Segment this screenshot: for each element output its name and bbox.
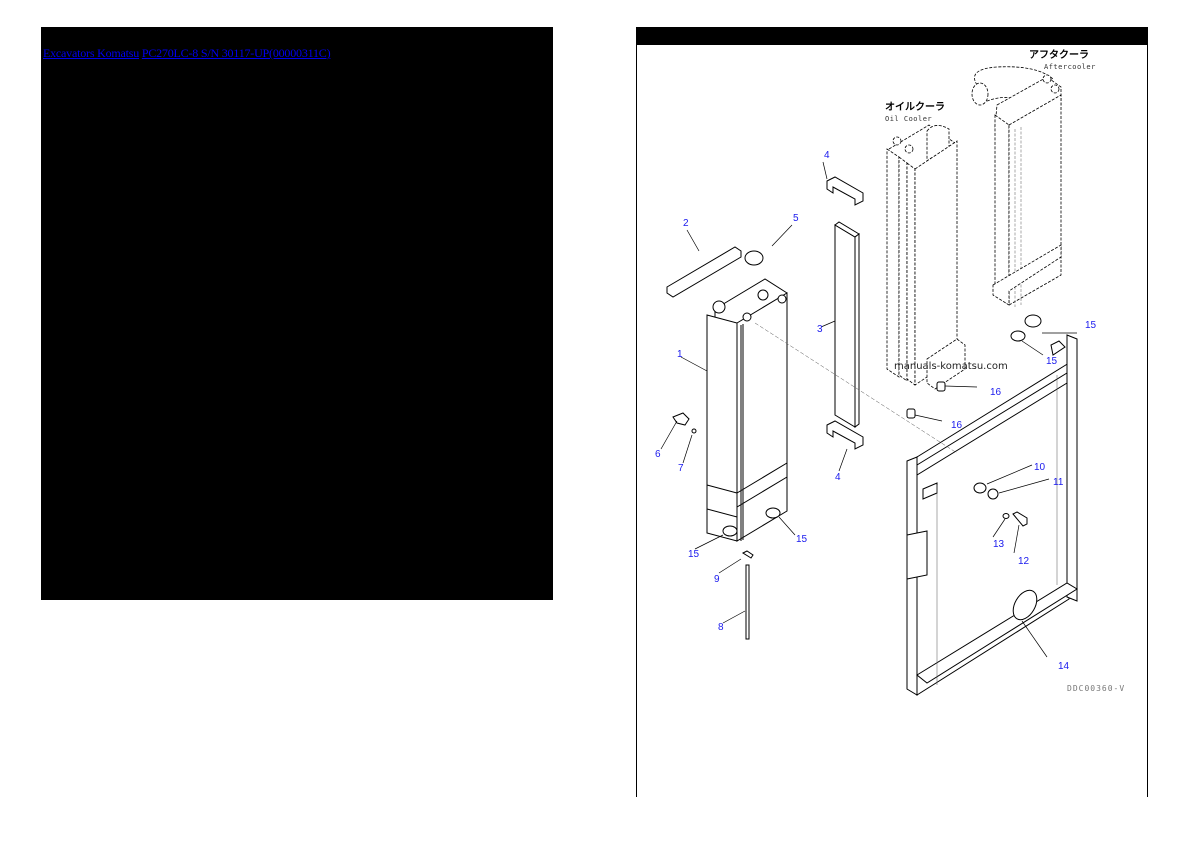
diagram-header-bar (637, 27, 1147, 45)
callout-15d[interactable]: 15 (796, 534, 808, 545)
rod-part-8 (745, 564, 750, 640)
spacer-part-11 (987, 488, 999, 500)
radiator-part-1 (706, 278, 788, 542)
bracket-part-4-top (826, 176, 864, 206)
clip-part-9 (741, 550, 754, 559)
seal-part-3 (834, 224, 856, 428)
callout-9[interactable]: 9 (714, 574, 720, 585)
parts-diagram-panel: アフタクーラ Aftercooler オイルクーラ Oil Cooler man… (636, 27, 1148, 797)
callout-15b[interactable]: 15 (1046, 356, 1058, 367)
aftercooler-label-en: Aftercooler (1044, 63, 1096, 71)
aftercooler-drawing (971, 66, 1062, 307)
cushion-part-15-a (722, 525, 738, 537)
watermark: manuals-komatsu.com (894, 361, 1008, 372)
o-ring-part-7 (691, 428, 697, 434)
callout-4b[interactable]: 4 (835, 472, 841, 483)
breadcrumb-link-model[interactable]: PC270LC-8 S/N 30117-UP(00000311C) (141, 46, 331, 60)
washer-part-13 (1002, 513, 1010, 519)
callout-8[interactable]: 8 (718, 622, 724, 633)
frame-part-14 (906, 334, 1078, 696)
callout-10[interactable]: 10 (1034, 462, 1046, 473)
cushion-part-15-b (765, 507, 781, 519)
cushion-part-15-d (1010, 330, 1026, 342)
callout-15c[interactable]: 15 (688, 549, 700, 560)
callout-13[interactable]: 13 (993, 539, 1005, 550)
callout-5[interactable]: 5 (793, 213, 799, 224)
collar-part-16-b (906, 408, 916, 419)
leader-lines (660, 161, 1077, 658)
exploded-parts-diagram: アフタクーラ Aftercooler オイルクーラ Oil Cooler man… (655, 49, 1125, 696)
callout-1[interactable]: 1 (677, 349, 683, 360)
bolt-part-12 (1012, 511, 1028, 527)
oil-cooler-label-jp: オイルクーラ (885, 101, 945, 113)
callout-6[interactable]: 6 (655, 449, 661, 460)
oil-cooler-label-en: Oil Cooler (885, 115, 932, 123)
figure-code: DDC00360-V (1067, 684, 1125, 693)
callout-16b[interactable]: 16 (951, 420, 963, 431)
seal-bar-part-2 (666, 246, 742, 298)
callout-11[interactable]: 11 (1053, 477, 1064, 488)
callout-14[interactable]: 14 (1058, 661, 1070, 672)
oil-cooler-drawing (886, 124, 966, 390)
callout-numbers: 1 2 3 4 4 5 6 7 8 9 10 11 12 13 14 15 15… (655, 150, 1097, 672)
callout-4a[interactable]: 4 (824, 150, 830, 161)
collar-part-16-a (936, 381, 946, 392)
aftercooler-label-jp: アフタクーラ (1029, 49, 1089, 61)
breadcrumb-link-category[interactable]: Excavators Komatsu (43, 46, 140, 60)
callout-15a[interactable]: 15 (1085, 320, 1097, 331)
left-panel: Excavators Komatsu PC270LC-8 S/N 30117-U… (41, 27, 553, 600)
cushion-part-15-c (1024, 314, 1042, 328)
callout-16a[interactable]: 16 (990, 387, 1002, 398)
callout-3[interactable]: 3 (817, 324, 823, 335)
washer-part-10 (973, 482, 987, 494)
callout-7[interactable]: 7 (678, 463, 684, 474)
callout-12[interactable]: 12 (1018, 556, 1030, 567)
bracket-part-4-bottom (826, 420, 864, 450)
callout-2[interactable]: 2 (683, 218, 689, 229)
cap-part-5 (744, 250, 764, 266)
breadcrumb: Excavators Komatsu PC270LC-8 S/N 30117-U… (43, 46, 331, 61)
